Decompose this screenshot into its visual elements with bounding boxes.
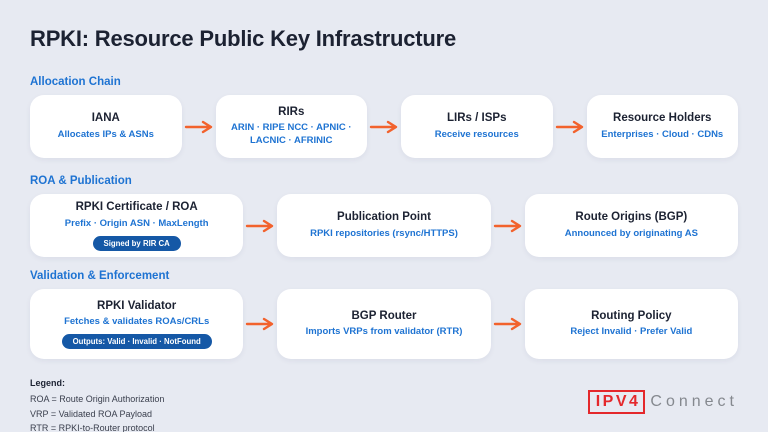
- node-subtitle: Fetches & validates ROAs/CRLs: [64, 316, 210, 328]
- logo-text-ip: IP: [595, 393, 616, 410]
- flow-arrow-icon: [243, 289, 277, 359]
- signed-by-rir-ca-badge: Signed by RIR CA: [92, 235, 181, 251]
- flow-arrow-icon: [243, 194, 277, 257]
- logo-check-v-glyph: V: [615, 393, 629, 410]
- node-bgp-router: BGP Router Imports VRPs from validator (…: [277, 289, 491, 359]
- section-label-allocation-chain: Allocation Chain: [30, 76, 121, 88]
- node-title: LIRs / ISPs: [447, 112, 507, 125]
- node-title: Publication Point: [337, 211, 431, 224]
- node-subtitle: Allocates IPs & ASNs: [57, 128, 154, 140]
- logo-text-connect: Connect: [650, 393, 738, 410]
- section-roa-publication: ROA & Publication RPKI Certificate / ROA…: [30, 175, 738, 257]
- section-label-validation-enforcement: Validation & Enforcement: [30, 270, 170, 282]
- node-rpki-certificate-roa: RPKI Certificate / ROA Prefix · Origin A…: [30, 194, 244, 257]
- legend-heading: Legend:: [30, 378, 65, 388]
- section-label-roa-publication: ROA & Publication: [30, 175, 132, 187]
- flow-arrow-icon: [491, 289, 525, 359]
- section-validation-enforcement: Validation & Enforcement RPKI Validator …: [30, 270, 738, 359]
- node-resource-holders: Resource Holders Enterprises · Cloud · C…: [586, 95, 738, 158]
- node-title: Resource Holders: [613, 112, 712, 125]
- node-publication-point: Publication Point RPKI repositories (rsy…: [277, 194, 491, 257]
- flow-arrow-icon: [491, 194, 525, 257]
- node-subtitle: Prefix · Origin ASN · MaxLength: [64, 217, 209, 229]
- roa-publication-row: RPKI Certificate / ROA Prefix · Origin A…: [30, 194, 738, 257]
- node-lirs-isps: LIRs / ISPs Receive resources: [401, 95, 553, 158]
- legend-item-vrp: VRP = Validated ROA Payload: [30, 408, 152, 419]
- legend-item-rtr: RTR = RPKI-to-Router protocol: [30, 423, 155, 432]
- section-allocation-chain: Allocation Chain IANA Allocates IPs & AS…: [30, 76, 738, 158]
- node-subtitle: Receive resources: [434, 128, 519, 140]
- node-subtitle: Reject Invalid · Prefer Valid: [570, 326, 693, 338]
- node-title: IANA: [91, 112, 120, 125]
- flow-arrow-icon: [367, 95, 401, 158]
- legend: Legend: ROA = Route Origin Authorization…: [30, 378, 164, 432]
- node-subtitle: RPKI repositories (rsync/HTTPS): [310, 227, 458, 239]
- logo-text-4: 4: [629, 393, 641, 410]
- node-title: BGP Router: [351, 309, 417, 322]
- node-title: Route Origins (BGP): [575, 211, 688, 224]
- flow-arrow-icon: [553, 95, 587, 158]
- ipv4-logo-mark: IPV4: [587, 390, 646, 414]
- node-iana: IANA Allocates IPs & ASNs: [30, 95, 182, 158]
- node-route-origins-bgp: Route Origins (BGP) Announced by origina…: [524, 194, 738, 257]
- node-title: RPKI Certificate / ROA: [75, 201, 198, 214]
- node-rirs: RIRs ARIN · RIPE NCC · APNIC · LACNIC · …: [215, 95, 367, 158]
- node-title: Routing Policy: [591, 309, 672, 322]
- ipv4connect-logo: IPV4 Connect: [587, 390, 738, 414]
- node-subtitle: Announced by originating AS: [564, 227, 698, 239]
- node-title: RPKI Validator: [97, 299, 177, 312]
- node-title: RIRs: [278, 105, 305, 118]
- validation-enforcement-row: RPKI Validator Fetches & validates ROAs/…: [30, 289, 738, 359]
- validator-outputs-badge: Outputs: Valid · Invalid · NotFound: [61, 334, 212, 350]
- node-routing-policy: Routing Policy Reject Invalid · Prefer V…: [524, 289, 738, 359]
- node-subtitle: Enterprises · Cloud · CDNs: [601, 128, 724, 140]
- node-subtitle: Imports VRPs from validator (RTR): [305, 326, 463, 338]
- flow-arrow-icon: [182, 95, 216, 158]
- legend-item-roa: ROA = Route Origin Authorization: [30, 394, 165, 404]
- allocation-chain-row: IANA Allocates IPs & ASNs RIRs ARIN · RI…: [30, 95, 738, 158]
- footer: Legend: ROA = Route Origin Authorization…: [30, 378, 738, 432]
- node-subtitle: ARIN · RIPE NCC · APNIC · LACNIC · AFRIN…: [230, 122, 352, 147]
- node-rpki-validator: RPKI Validator Fetches & validates ROAs/…: [30, 289, 244, 359]
- page-title: RPKI: Resource Public Key Infrastructure: [30, 26, 457, 51]
